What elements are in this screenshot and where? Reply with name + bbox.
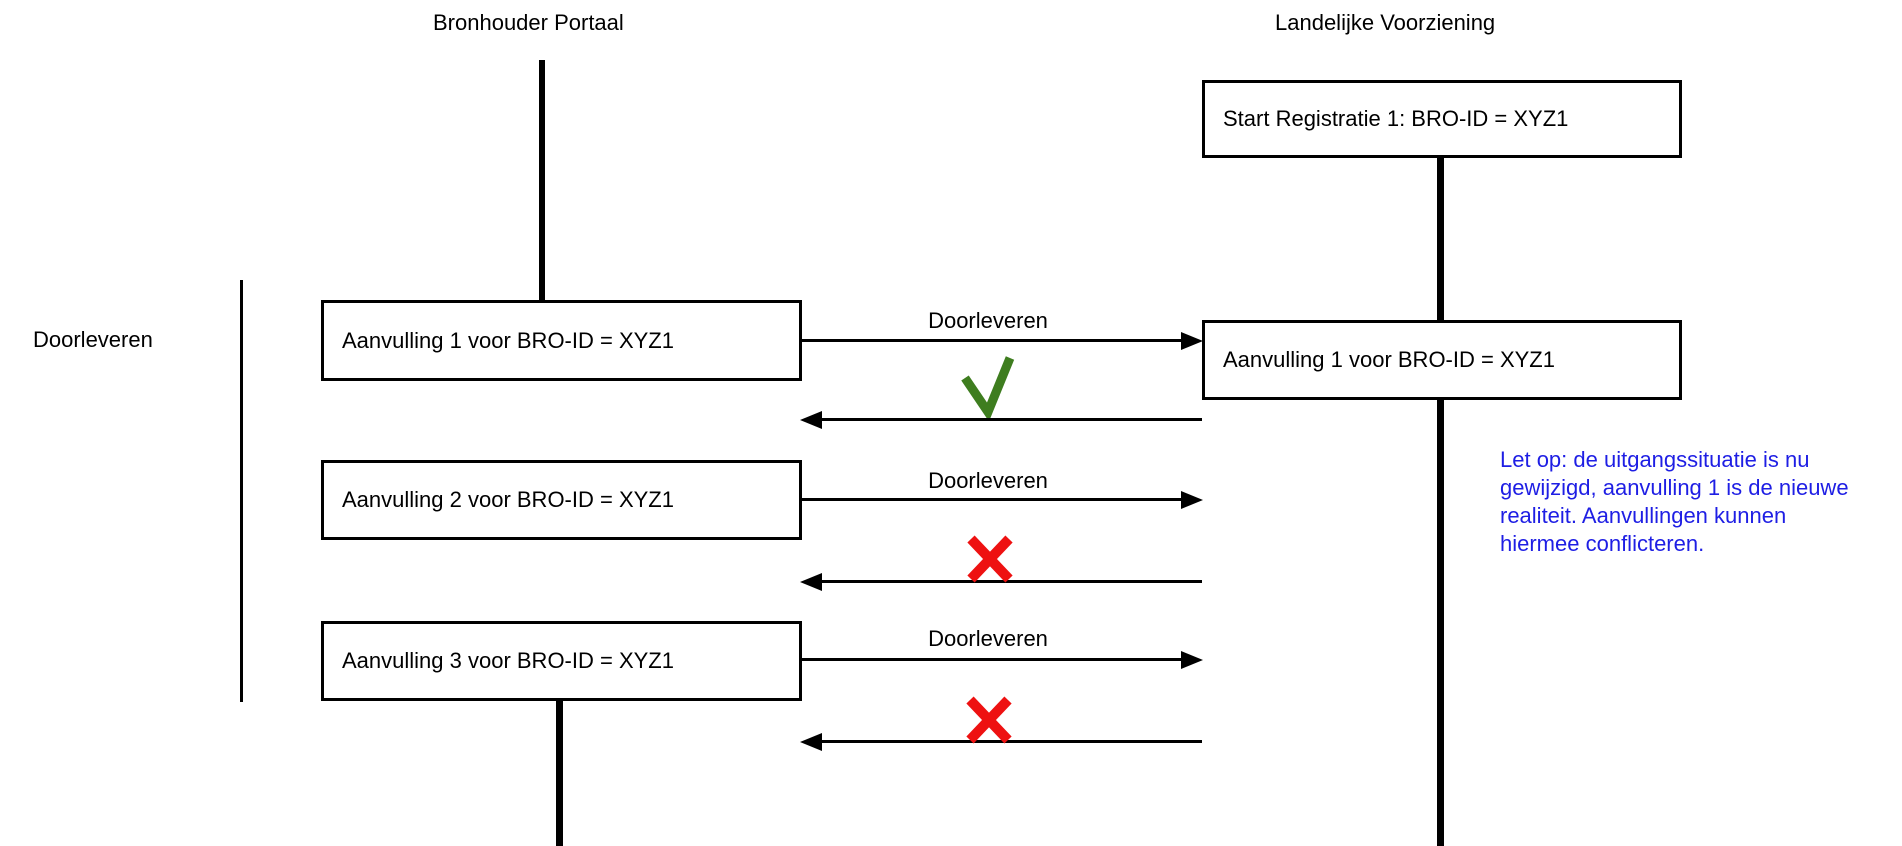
message-1-return-arrow	[820, 418, 1202, 421]
message-3-arrow	[801, 658, 1185, 661]
arrowhead-right-icon	[1181, 651, 1203, 669]
cross-icon	[966, 535, 1014, 588]
message-3-label: Doorleveren	[928, 626, 1048, 651]
lifeline-landelijke-voorziening	[1437, 156, 1444, 846]
message-2-arrow	[801, 498, 1185, 501]
warning-note: Let op: de uitgangssituatie is nu gewijz…	[1500, 446, 1902, 558]
aanvulling-2-box: Aanvulling 2 voor BRO-ID = XYZ1	[321, 460, 802, 540]
cross-icon	[965, 696, 1013, 749]
aanvulling-1-ontvangen-box: Aanvulling 1 voor BRO-ID = XYZ1	[1202, 320, 1682, 400]
group-bracket-line	[240, 280, 243, 702]
arrowhead-left-icon	[800, 411, 822, 429]
aanvulling-1-box: Aanvulling 1 voor BRO-ID = XYZ1	[321, 300, 802, 381]
group-label-doorleveren: Doorleveren	[33, 327, 153, 352]
aanvulling-1-label: Aanvulling 1 voor BRO-ID = XYZ1	[342, 327, 674, 353]
arrowhead-left-icon	[800, 573, 822, 591]
message-3-return-arrow	[820, 740, 1202, 743]
aanvulling-3-label: Aanvulling 3 voor BRO-ID = XYZ1	[342, 648, 674, 673]
start-registratie-label: Start Registratie 1: BRO-ID = XYZ1	[1223, 106, 1569, 131]
lifeline-bronhouder-lower	[556, 700, 563, 846]
arrowhead-left-icon	[800, 733, 822, 751]
message-1-label: Doorleveren	[928, 308, 1048, 333]
warning-note-line: Let op: de uitgangssituatie is nu	[1500, 447, 1810, 472]
aanvulling-2-label: Aanvulling 2 voor BRO-ID = XYZ1	[342, 487, 674, 512]
message-2-return-arrow	[820, 580, 1202, 583]
lane-title-landelijke-voorziening: Landelijke Voorziening	[1275, 10, 1496, 35]
aanvulling-3-box: Aanvulling 3 voor BRO-ID = XYZ1	[321, 621, 802, 701]
message-2-label: Doorleveren	[928, 468, 1048, 493]
warning-note-line: realiteit. Aanvullingen kunnen	[1500, 503, 1787, 528]
message-1-arrow	[801, 339, 1185, 342]
arrowhead-right-icon	[1181, 332, 1203, 350]
checkmark-icon	[957, 352, 1017, 423]
start-registratie-box: Start Registratie 1: BRO-ID = XYZ1	[1202, 80, 1682, 158]
aanvulling-1-ontvangen-label: Aanvulling 1 voor BRO-ID = XYZ1	[1223, 347, 1555, 372]
arrowhead-right-icon	[1181, 491, 1203, 509]
lifeline-bronhouder-upper	[539, 60, 545, 301]
warning-note-line: hiermee conflicteren.	[1500, 531, 1705, 556]
lane-title-bronhouder-portaal: Bronhouder Portaal	[433, 10, 624, 35]
warning-note-line: gewijzigd, aanvulling 1 is de nieuwe	[1500, 475, 1849, 500]
